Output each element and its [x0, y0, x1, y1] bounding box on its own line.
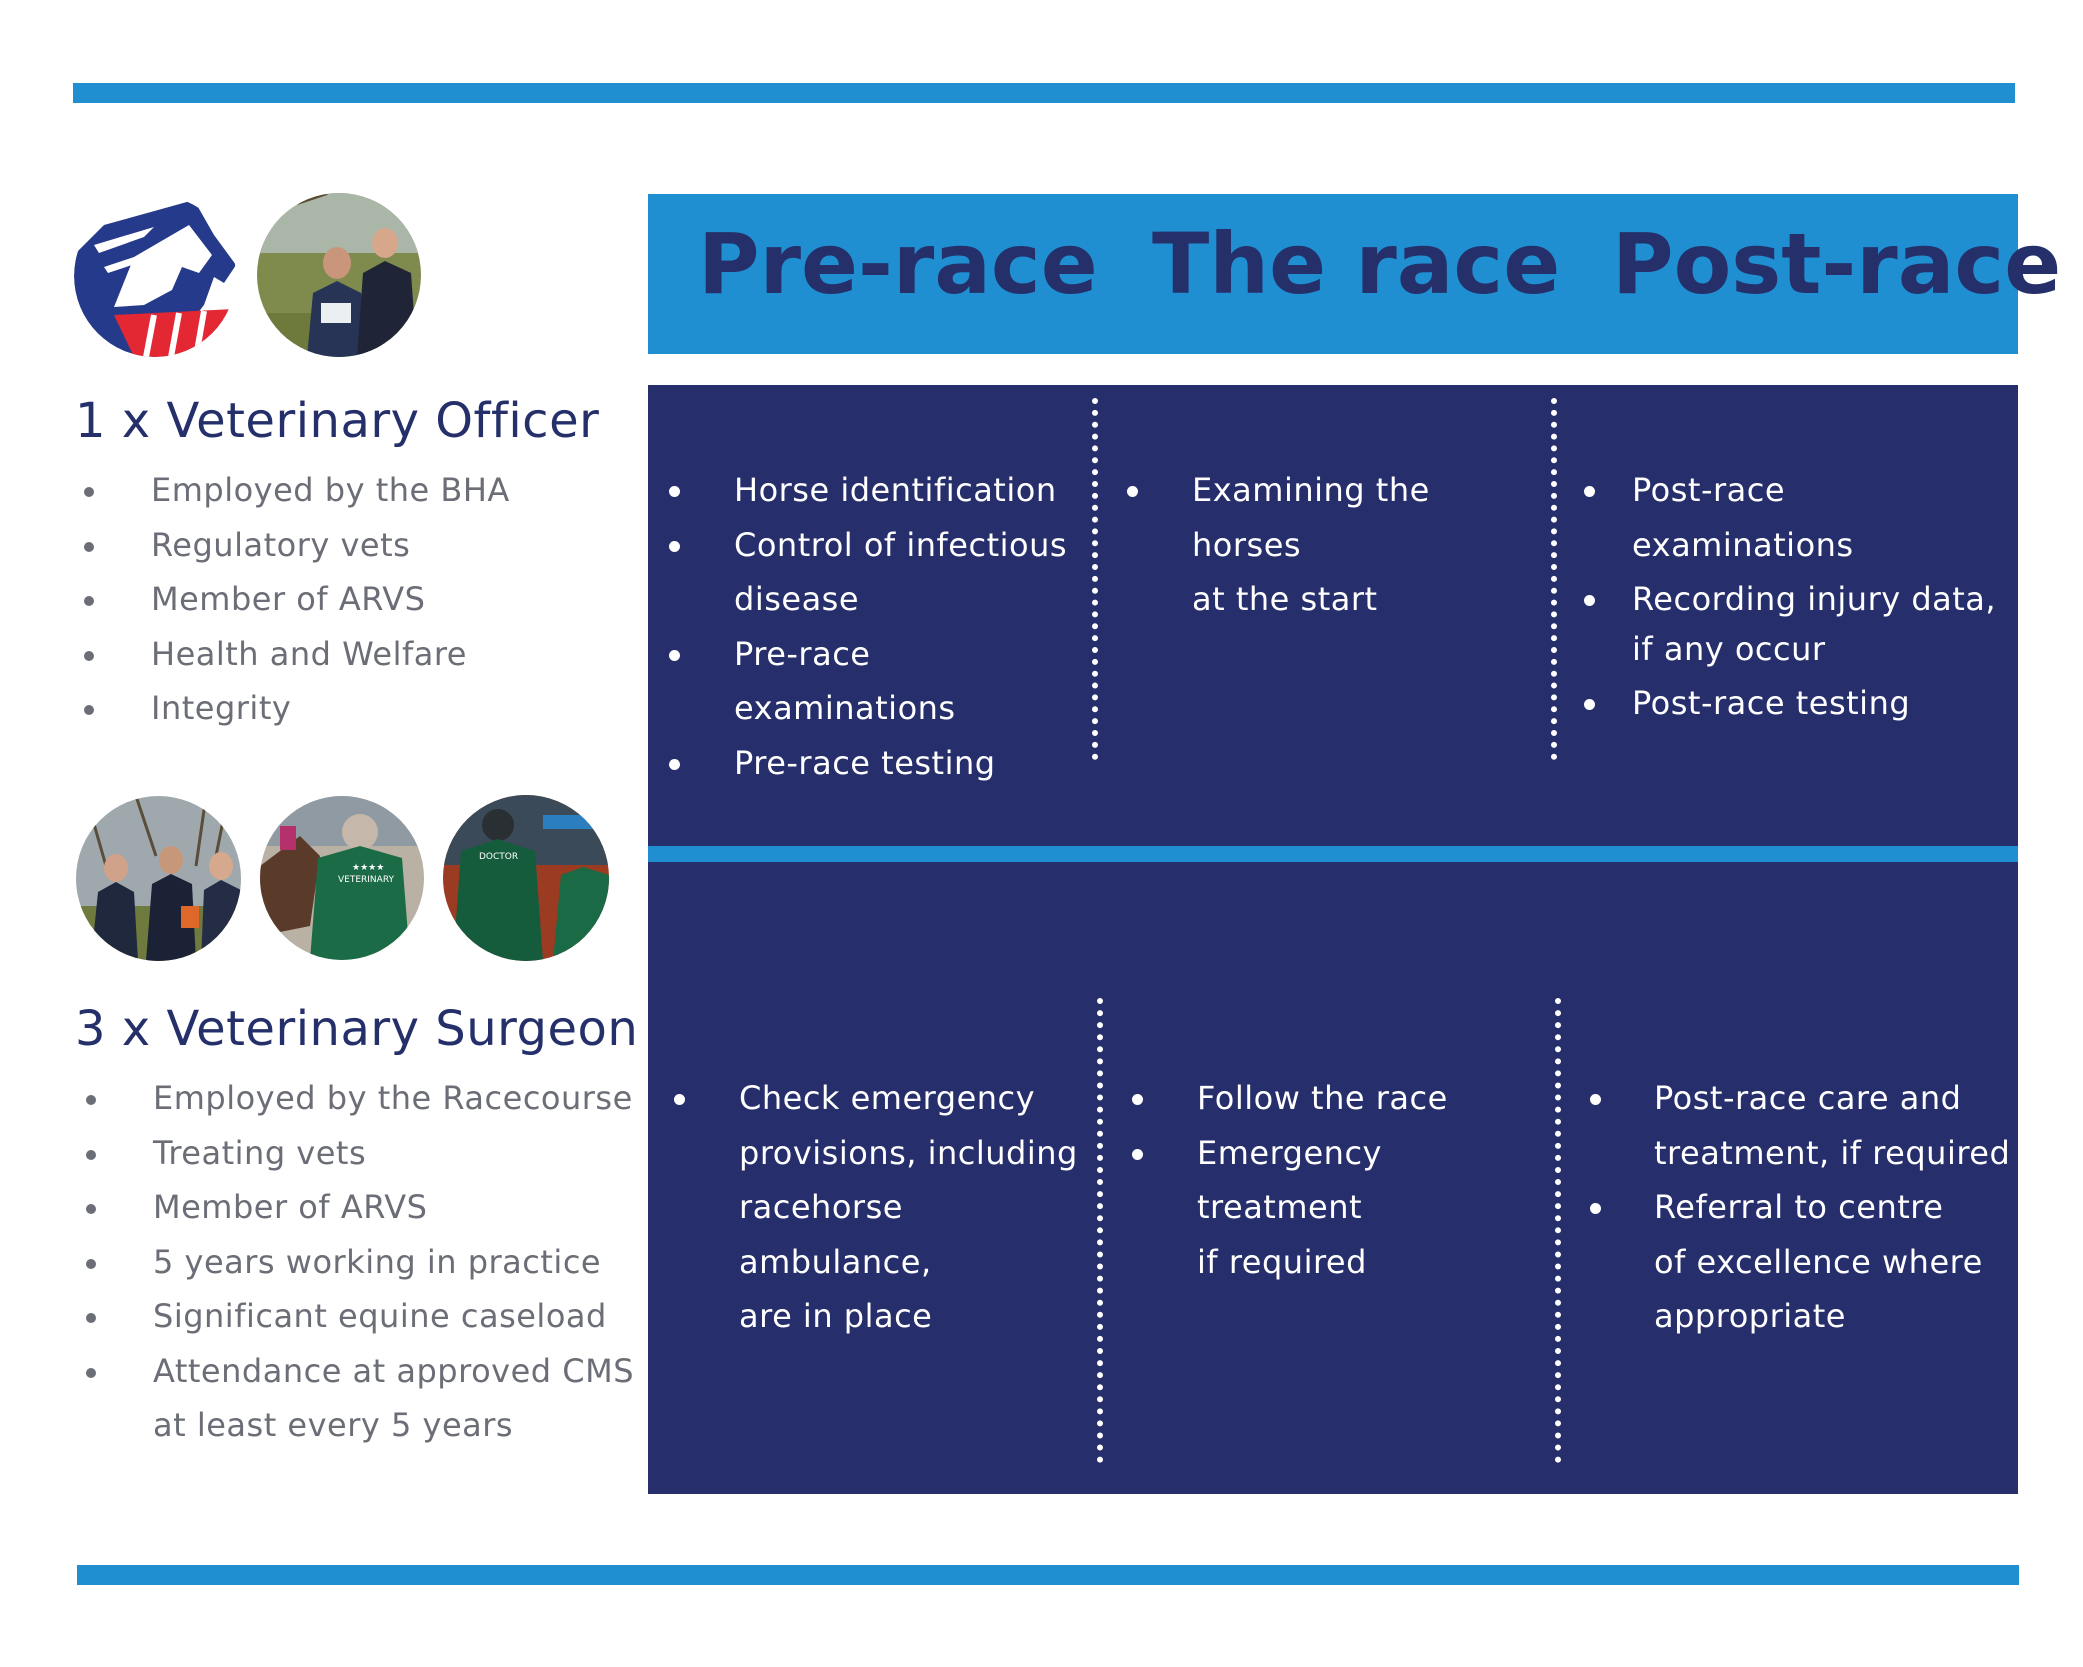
list-item: Attendance at approved CMS at least ever…	[86, 1344, 634, 1453]
list-item: Emergency treatment if required	[1132, 1126, 1537, 1290]
photo-vets-group	[76, 796, 241, 961]
phase-heading-post-race: Post-race	[1612, 215, 2062, 313]
surgeon-pre-race-list: Check emergency provisions, including ra…	[674, 1071, 1099, 1344]
list-item: Check emergency provisions, including ra…	[674, 1071, 1099, 1344]
list-item: Integrity	[84, 681, 510, 736]
phase-heading-pre-race: Pre-race	[698, 215, 1098, 313]
list-item: Treating vets	[86, 1126, 634, 1181]
bullet-icon	[84, 487, 94, 497]
list-item: Significant equine caseload	[86, 1289, 634, 1344]
bullet-icon	[669, 758, 680, 770]
bullet-icon	[1127, 486, 1138, 497]
svg-text:DOCTOR: DOCTOR	[479, 852, 518, 862]
panel-divider	[648, 846, 2018, 864]
list-item: Pre-race examinations	[669, 627, 1094, 736]
photo-vet-officer	[257, 193, 421, 357]
surgeon-qualification-list: Employed by the Racecourse Treating vets…	[86, 1071, 634, 1453]
list-item: Referral to centre of excellence where a…	[1590, 1180, 2014, 1344]
bullet-icon	[1590, 1203, 1601, 1214]
list-item: Pre-race testing	[669, 736, 1094, 791]
officer-qualification-list: Employed by the BHA Regulatory vets Memb…	[84, 463, 510, 736]
bullet-icon	[674, 1094, 685, 1105]
svg-text:VETERINARY: VETERINARY	[338, 875, 395, 885]
bullet-icon	[669, 540, 680, 552]
bullet-icon	[86, 1258, 96, 1269]
bullet-icon	[1590, 1094, 1601, 1105]
bullet-icon	[1584, 699, 1595, 710]
list-item: Post-race examinations	[1584, 463, 2012, 572]
bha-horse-logo-icon	[74, 195, 236, 357]
svg-text:★★★★: ★★★★	[352, 863, 384, 873]
bullet-icon	[1584, 486, 1595, 497]
list-item: Regulatory vets	[84, 518, 510, 573]
officer-the-race-list: Examining the horses at the start	[1127, 463, 1522, 627]
bullet-icon	[669, 486, 680, 497]
bullet-icon	[86, 1204, 96, 1214]
officer-title: 1 x Veterinary Officer	[75, 393, 600, 449]
list-item: Health and Welfare	[84, 627, 510, 682]
column-divider	[1555, 998, 1561, 1463]
column-divider	[1551, 398, 1557, 760]
bullet-icon	[669, 649, 680, 661]
bullet-icon	[84, 705, 94, 715]
bullet-icon	[84, 650, 94, 661]
bullet-icon	[86, 1367, 96, 1378]
photo-doctor-jacket: DOCTOR	[443, 795, 609, 961]
bullet-icon	[84, 541, 94, 552]
phase-heading-the-race: The race	[1152, 215, 1561, 313]
bullet-icon	[1132, 1148, 1143, 1160]
list-item: Employed by the Racecourse	[86, 1071, 634, 1126]
surgeon-title: 3 x Veterinary Surgeon	[75, 1001, 639, 1057]
surgeon-duties-panel	[648, 862, 2018, 1494]
bullet-icon	[86, 1313, 96, 1323]
list-item: Post-race testing	[1584, 676, 2012, 731]
bullet-icon	[1132, 1094, 1143, 1105]
officer-pre-race-list: Horse identification Control of infectio…	[669, 463, 1094, 791]
surgeon-post-race-list: Post-race care and treatment, if require…	[1590, 1071, 2014, 1344]
top-rule	[73, 83, 2015, 103]
list-item: Control of infectious disease	[669, 518, 1094, 627]
column-divider	[1092, 398, 1098, 760]
bullet-icon	[86, 1149, 96, 1160]
list-item: Recording injury data, if any occur	[1584, 572, 2012, 676]
list-item: Examining the horses at the start	[1127, 463, 1522, 627]
officer-duties-panel	[648, 385, 2018, 847]
photo-veterinary-jacket: VETERINARY ★★★★	[260, 796, 424, 960]
bullet-icon	[84, 596, 94, 606]
bullet-icon	[86, 1095, 96, 1105]
list-item: Follow the race	[1132, 1071, 1537, 1126]
list-item: 5 years working in practice	[86, 1235, 634, 1290]
officer-post-race-list: Post-race examinations Recording injury …	[1584, 463, 2012, 731]
surgeon-the-race-list: Follow the race Emergency treatment if r…	[1132, 1071, 1537, 1290]
column-divider	[1097, 998, 1103, 1463]
list-item: Member of ARVS	[84, 572, 510, 627]
list-item: Member of ARVS	[86, 1180, 634, 1235]
list-item: Employed by the BHA	[84, 463, 510, 518]
bottom-rule	[77, 1565, 2019, 1585]
list-item: Post-race care and treatment, if require…	[1590, 1071, 2014, 1180]
list-item: Horse identification	[669, 463, 1094, 518]
phase-header-band	[648, 194, 2018, 354]
bullet-icon	[1584, 595, 1595, 606]
